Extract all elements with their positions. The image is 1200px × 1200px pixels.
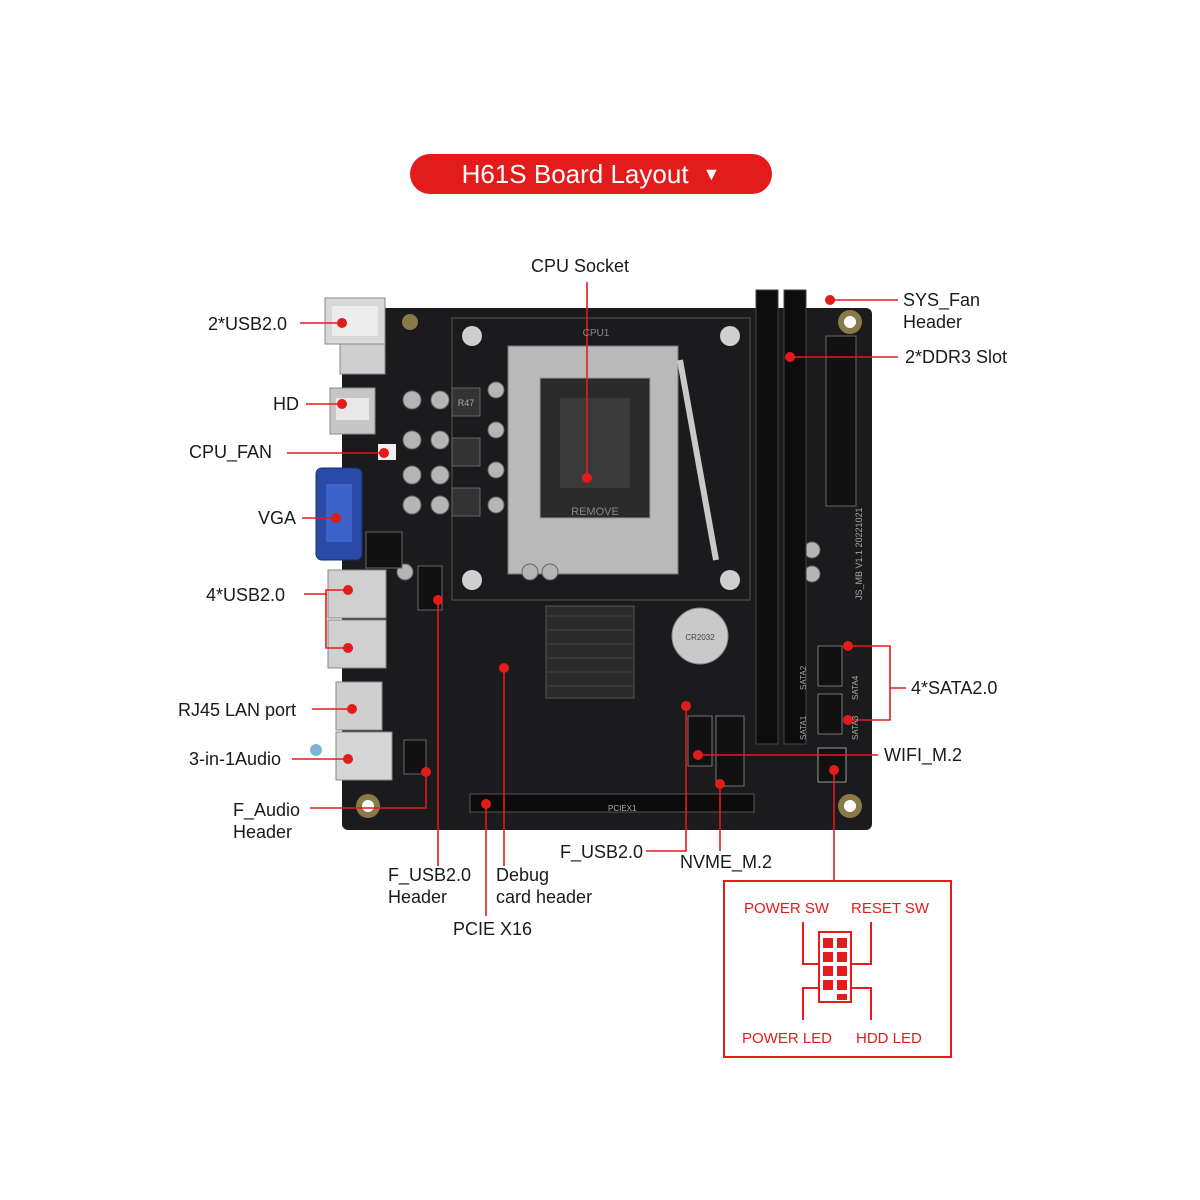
label-ddr3: 2*DDR3 Slot [905,347,1008,367]
label-cpu-socket: CPU Socket [531,256,630,276]
board-sata3-text: SATA3 [851,715,860,740]
label-f-usb: F_USB2.0 [560,842,644,862]
ddr3-slot-2 [783,289,807,745]
label-nvme: NVME_M.2 [680,852,773,872]
board-version-text: JS_MB V1.1 20221021 [854,507,864,600]
label-f-usb-header: F_USB2.0 Header [388,865,472,907]
label-hdd-led: HDD LED [856,1030,922,1047]
front-panel-header [817,747,847,783]
board-sata2-text: SATA2 [799,665,808,690]
label-sys-fan: SYS_Fan Header [903,290,981,332]
atx-power-connector [825,335,857,507]
label-usb-top: 2*USB2.0 [208,314,288,334]
board-r47-text: R47 [458,398,475,408]
label-f-audio: F_Audio Header [233,800,301,842]
label-reset-sw: RESET SW [851,900,930,917]
label-power-led: POWER LED [742,1030,833,1047]
caret-down-icon: ▼ [702,163,721,184]
label-rj45: RJ45 LAN port [178,700,297,720]
board-sata4-text: SATA4 [851,675,860,700]
board-cpu1-text: CPU1 [583,328,610,339]
rj45-port [335,681,383,731]
usb-top-port-2 [339,343,386,375]
board-pcie-text: PCIEX1 [608,804,637,813]
label-pcie: PCIE X16 [453,919,533,939]
front-panel-detail-box: POWER SW RESET SW POWER LED HDD LED [723,880,952,1058]
label-wifi: WIFI_M.2 [884,745,963,765]
board-remove-text: REMOVE [571,506,619,518]
label-cpu-fan: CPU_FAN [189,442,273,462]
label-sata: 4*SATA2.0 [911,678,998,698]
sata-port-3 [817,693,843,735]
title-banner: H61S Board Layout ▼ [410,154,772,194]
board-battery-text: CR2032 [685,633,715,642]
board-sata1-text: SATA1 [799,715,808,740]
label-usb-4: 4*USB2.0 [206,585,286,605]
label-debug: Debug card header [496,865,593,907]
label-vga: VGA [258,508,297,528]
label-audio: 3-in-1Audio [189,749,282,769]
cpu-power-connector [365,531,403,569]
usb4-port-1 [327,569,387,619]
ddr3-slot-1 [755,289,779,745]
page-title: H61S Board Layout [461,158,689,189]
front-panel-pin-diagram [802,922,872,1020]
nvme-m2-slot [715,715,745,787]
cmos-battery [671,607,729,665]
sata-port-4 [817,645,843,687]
pcie-x16-slot [469,793,755,813]
label-power-sw: POWER SW [744,900,829,917]
chipset-heatsink [545,605,635,699]
label-hd: HD [273,394,299,414]
usb4-port-2 [327,619,387,669]
